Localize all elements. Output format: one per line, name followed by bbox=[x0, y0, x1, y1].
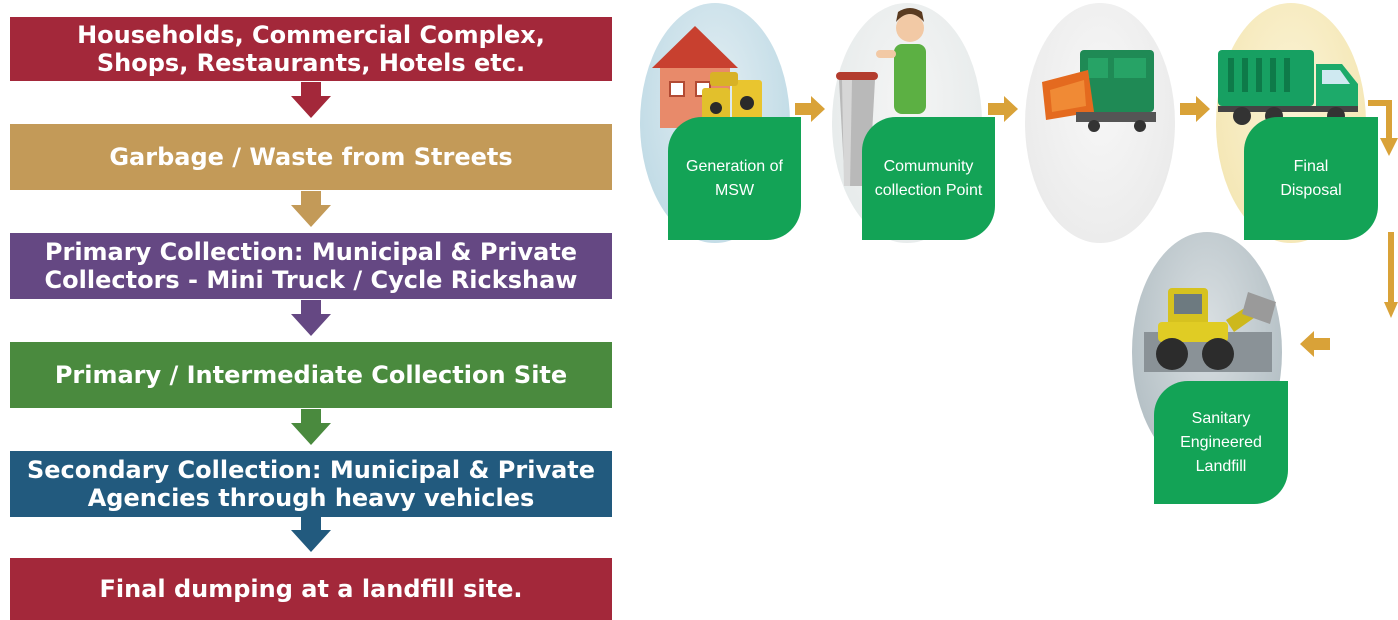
stage-collection-line1: Comumunity bbox=[883, 157, 974, 175]
flow-step-intermediate-site: Primary / Intermediate Collection Site bbox=[10, 342, 612, 408]
stage-landfill-line1: Sanitary Engineered bbox=[1180, 409, 1262, 451]
flow-step-households-line2: Shops, Restaurants, Hotels etc. bbox=[96, 49, 526, 77]
down-arrow-long-icon bbox=[1384, 232, 1398, 318]
flow-step-secondary-collection-line1: Secondary Collection: Municipal & Privat… bbox=[26, 456, 596, 484]
flow-step-street-garbage: Garbage / Waste from Streets bbox=[10, 124, 612, 190]
stage-collection-label: Comumunity collection Point bbox=[862, 117, 995, 240]
down-arrow-icon bbox=[291, 191, 331, 227]
flow-step-street-garbage-line1: Garbage / Waste from Streets bbox=[109, 143, 513, 171]
flow-step-final-dumping-line1: Final dumping at a landfill site. bbox=[99, 575, 523, 603]
stage-landfill-line2: Landfill bbox=[1195, 457, 1247, 475]
flow-step-secondary-collection-line2: Agencies through heavy vehicles bbox=[87, 484, 535, 512]
stage-generation-line1: Generation of MSW bbox=[686, 157, 783, 199]
right-arrow-icon bbox=[795, 96, 825, 122]
flow-step-primary-collection: Primary Collection: Municipal & Private … bbox=[10, 233, 612, 299]
down-arrow-icon bbox=[291, 516, 331, 552]
stage-disposal-label: Final Disposal bbox=[1244, 117, 1378, 240]
flow-step-households: Households, Commercial Complex, Shops, R… bbox=[10, 17, 612, 81]
stage-compactor-circle bbox=[1025, 3, 1175, 243]
stage-generation-label: Generation of MSW bbox=[668, 117, 801, 240]
garbage-truck-icon bbox=[1218, 50, 1358, 125]
flow-step-final-dumping: Final dumping at a landfill site. bbox=[10, 558, 612, 620]
stage-disposal-line2: Disposal bbox=[1280, 181, 1342, 199]
right-arrow-icon bbox=[1180, 96, 1210, 122]
flow-step-secondary-collection: Secondary Collection: Municipal & Privat… bbox=[10, 451, 612, 517]
flow-step-households-line1: Households, Commercial Complex, bbox=[77, 21, 545, 49]
stage-landfill-label: Sanitary Engineered Landfill bbox=[1154, 381, 1288, 504]
left-arrow-icon bbox=[1300, 331, 1330, 357]
flow-step-primary-collection-line1: Primary Collection: Municipal & Private bbox=[44, 238, 578, 266]
flow-step-intermediate-site-line1: Primary / Intermediate Collection Site bbox=[54, 361, 568, 389]
bent-down-arrow-icon bbox=[1368, 100, 1398, 156]
bulldozer-icon bbox=[1144, 288, 1276, 372]
compactor-icon bbox=[1042, 50, 1156, 132]
down-arrow-icon bbox=[291, 82, 331, 118]
stage-disposal-line1: Final bbox=[1293, 157, 1329, 175]
right-arrow-icon bbox=[988, 96, 1018, 122]
flow-step-primary-collection-line2: Collectors - Mini Truck / Cycle Rickshaw bbox=[44, 266, 578, 294]
stage-collection-line2: collection Point bbox=[874, 181, 983, 199]
down-arrow-icon bbox=[291, 300, 331, 336]
down-arrow-icon bbox=[291, 409, 331, 445]
